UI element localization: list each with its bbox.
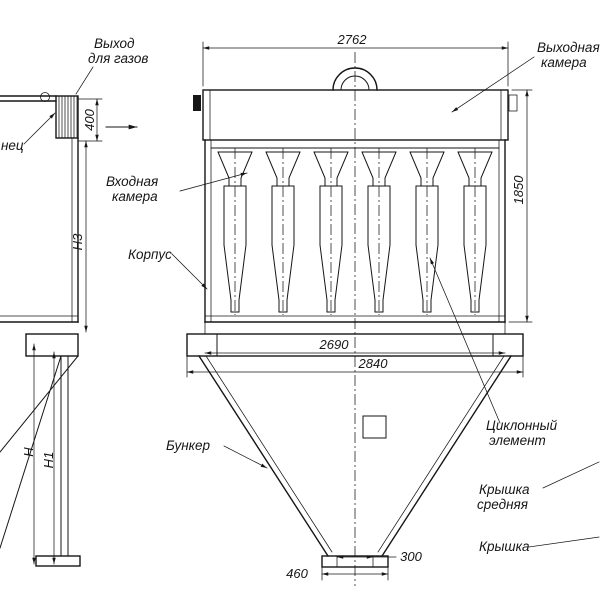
gas-outlet-leader <box>75 66 94 95</box>
lug-outer-arc <box>332 67 378 91</box>
flange-leader <box>23 112 56 145</box>
inlet-chamber-leader <box>179 172 248 192</box>
flange-band-shell <box>186 333 524 357</box>
side-view-structure <box>0 92 81 567</box>
cover-middle-label-line2: средняя <box>477 497 528 512</box>
outlet-chamber-label-line2: камера <box>541 55 587 70</box>
dim-h1: Н1 <box>41 452 56 469</box>
hopper-access-door <box>362 415 387 439</box>
cyclone-element-3 <box>313 147 349 316</box>
front-view-dimensions: 2762 1850 2690 2840 460 300 <box>186 32 533 581</box>
front-view-labels: Выходная камера Входная камера Корпус Бу… <box>106 40 600 554</box>
side-braces <box>0 355 79 549</box>
bolt-circle <box>40 92 50 102</box>
cyclone-label-line1: Циклонный <box>486 418 558 433</box>
gas-outlet-flange <box>55 95 79 139</box>
side-base-plate <box>35 555 81 567</box>
lug-inner-arc <box>340 75 370 91</box>
hopper-leader <box>223 445 268 469</box>
dim-300: 300 <box>400 549 422 564</box>
outlet-chamber-label-line1: Выходная <box>537 40 600 55</box>
cyclone-element-4 <box>361 147 397 316</box>
dim-2690: 2690 <box>319 337 350 352</box>
side-support-beam <box>25 333 79 357</box>
dim-2840: 2840 <box>358 356 389 371</box>
dim-460: 460 <box>286 566 308 581</box>
gas-outlet-label-line2: для газов <box>88 51 148 66</box>
cyclone-element-2 <box>265 147 301 316</box>
right-bracket <box>508 94 518 112</box>
body-outer-walls <box>204 139 506 323</box>
left-bracket <box>193 95 201 111</box>
body-leader <box>171 253 208 290</box>
flange-hatch <box>58 95 78 139</box>
hopper-outer-slopes <box>198 355 512 557</box>
cyclone-label-line2: элемент <box>489 433 546 448</box>
dim-1850: 1850 <box>511 175 526 205</box>
hopper-inner-slopes <box>205 355 505 553</box>
dim-1850-extensions <box>508 89 533 323</box>
cover-middle-label-line1: Крышка <box>479 482 530 497</box>
cyclone-element-5 <box>409 147 445 316</box>
dim-400: 400 <box>82 108 97 130</box>
body-inner-walls <box>210 139 500 323</box>
cyclone-leader <box>429 257 501 424</box>
gas-outlet-label-line1: Выход <box>94 36 135 51</box>
inlet-chamber-label-line2: камера <box>112 189 158 204</box>
side-view-labels: Выход для газов нец <box>1 36 148 153</box>
side-view: 400 Н3 Н Н1 Выход для газов нец <box>0 36 148 567</box>
cover-leader <box>528 536 600 548</box>
dim-2762-extensions <box>202 41 509 87</box>
outlet-chamber <box>193 89 518 141</box>
side-legs <box>60 355 69 557</box>
body-to-band-ties <box>204 321 506 335</box>
lifting-lug <box>332 67 378 91</box>
dim-2762: 2762 <box>337 32 368 47</box>
outlet-chamber-shell <box>202 89 509 141</box>
inlet-chamber-label-line1: Входная <box>106 174 158 189</box>
cover-middle-leader <box>542 461 600 489</box>
body-label: Корпус <box>128 247 172 262</box>
dim-h: Н <box>21 447 36 457</box>
front-view: 2762 1850 2690 2840 460 300 Выходная кам… <box>106 32 600 586</box>
flange-label-partial: нец <box>1 138 24 153</box>
cyclone-element-6 <box>457 147 493 316</box>
side-view-dimensions: 400 Н3 Н Н1 <box>21 98 103 565</box>
cover-label: Крышка <box>479 539 530 554</box>
body-shell <box>204 139 506 335</box>
outlet-chamber-leader <box>451 56 535 113</box>
outlet-chamber-inner-walls <box>209 89 502 141</box>
dim-h3: Н3 <box>70 233 85 250</box>
hopper-label: Бункер <box>166 438 211 453</box>
